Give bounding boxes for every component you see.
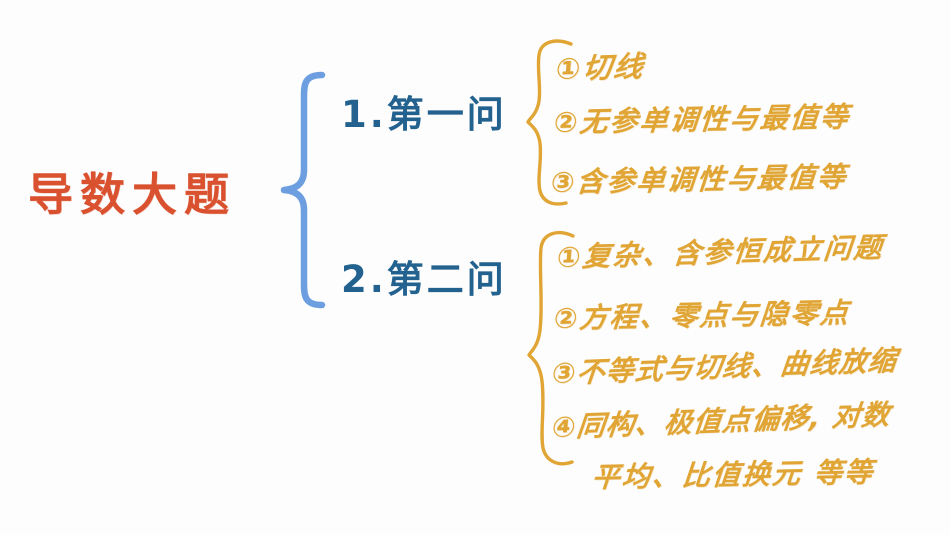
leaf-item-2-5: 平均、比值换元 等等 (590, 455, 876, 494)
leaf-item-2-4: ④同构、极值点偏移, 对数 (550, 398, 893, 444)
root-node-title: 导数大题 (28, 168, 237, 221)
leaf-item-1-2: ②无参单调性与最值等 (552, 100, 852, 139)
leaf-item-1-1: ①切线 (554, 49, 647, 86)
leaf-item-1-3: ③含参单调性与最值等 (549, 160, 849, 199)
branch-label-2: 2.第二问 (341, 258, 507, 301)
leaf-item-2-3: ③不等式与切线、曲线放缩 (550, 343, 899, 390)
leaf-item-2-1: ①复杂、含参恒成立问题 (555, 230, 886, 274)
main-brace-blue (280, 71, 326, 309)
leaf-item-2-2: ②方程、零点与隐零点 (552, 296, 852, 335)
branch-label-1: 1.第一问 (341, 93, 507, 136)
